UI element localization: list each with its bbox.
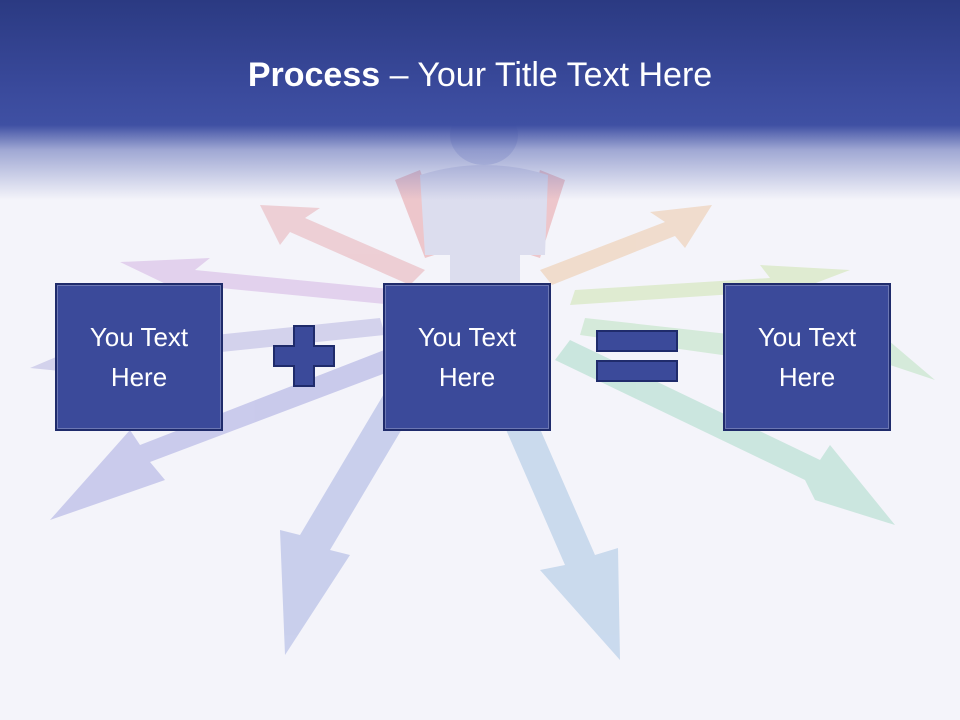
title-bold: Process: [247, 56, 381, 94]
text-box-2[interactable]: You Text Here: [383, 283, 551, 431]
text-box-3[interactable]: You Text Here: [723, 283, 891, 431]
text-box-1-label: You Text Here: [89, 322, 189, 392]
text-box-1[interactable]: You Text Here: [55, 283, 223, 431]
title-bar: [0, 0, 960, 200]
slide-title: Process – Your Title Text Here: [0, 52, 960, 98]
equals-icon: [596, 330, 678, 382]
title-rest: – Your Title Text Here: [380, 56, 713, 94]
plus-icon: [273, 325, 335, 387]
text-box-2-label: You Text Here: [417, 322, 517, 392]
text-box-3-label: You Text Here: [757, 322, 857, 392]
